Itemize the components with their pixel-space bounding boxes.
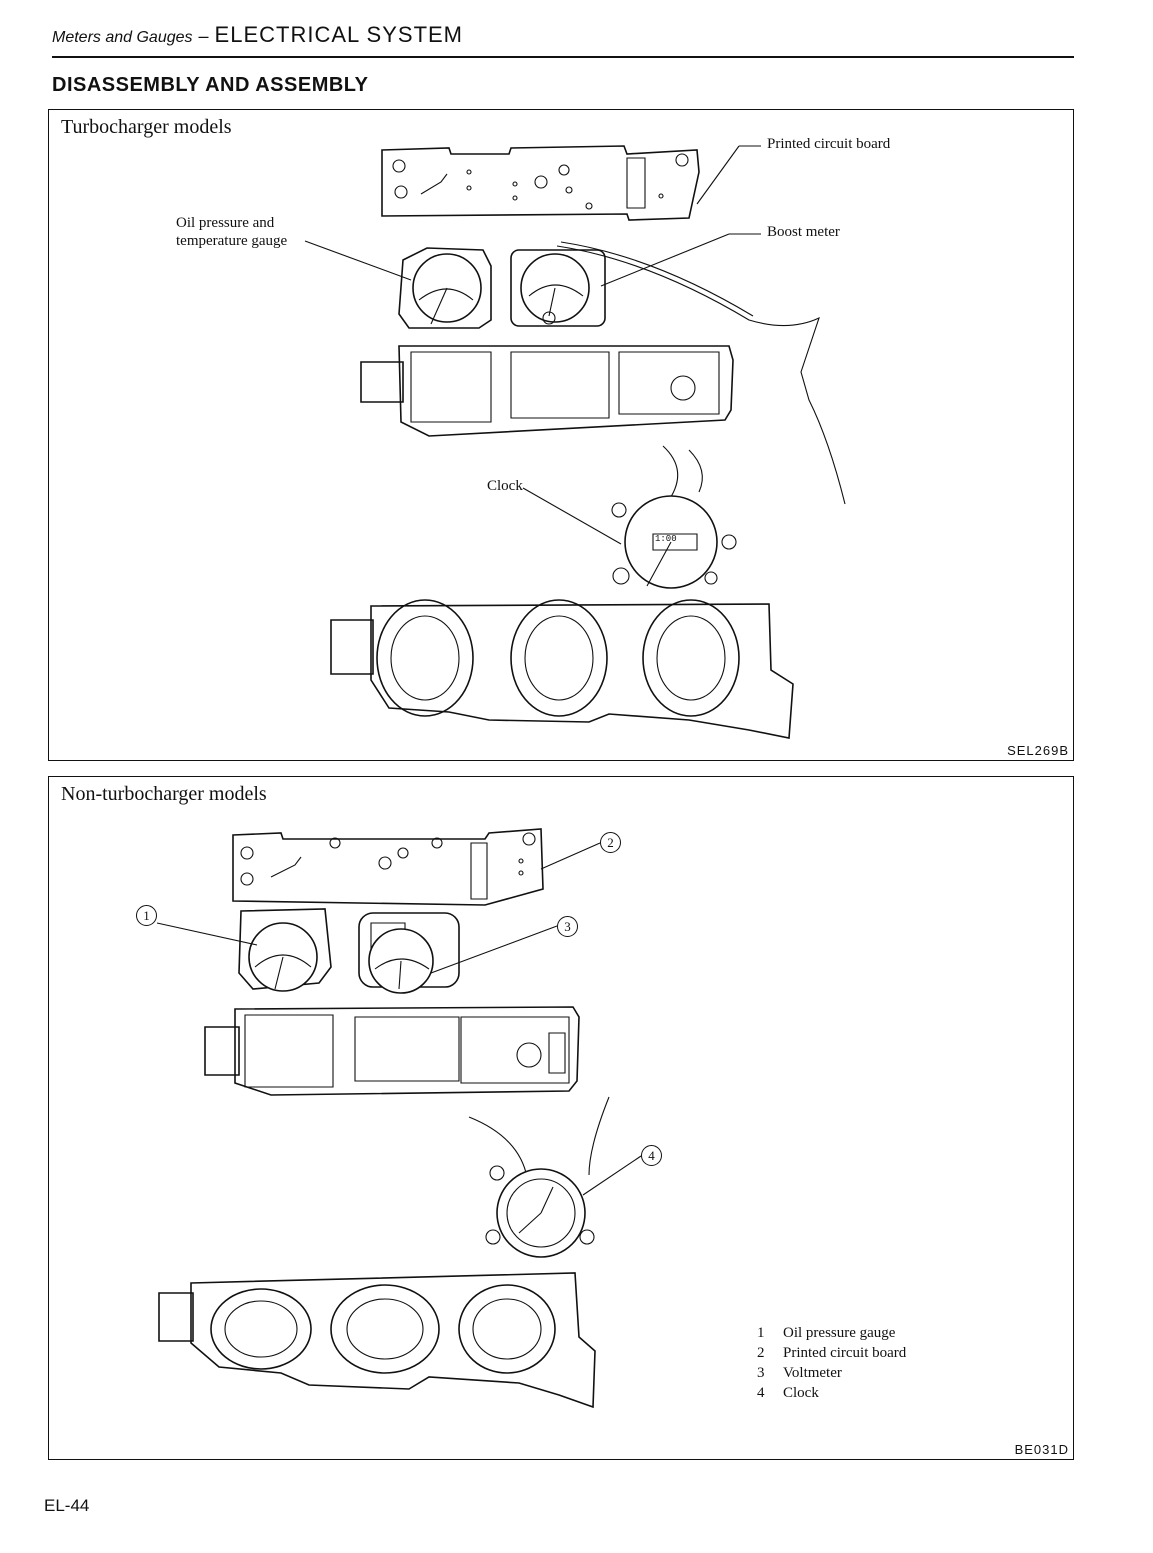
callout-3: 3 xyxy=(557,916,578,937)
legend-num: 2 xyxy=(757,1345,765,1361)
turbo-figure-panel: Turbocharger models Printed circuit boar… xyxy=(48,109,1074,761)
turbo-heading: Turbocharger models xyxy=(61,116,232,138)
nonturbo-oil-gauge-drawing xyxy=(239,909,331,991)
turbo-label-oil-line1: Oil pressure and xyxy=(176,215,275,231)
nonturbo-meter-housing-drawing xyxy=(205,1007,579,1095)
callout-2: 2 xyxy=(600,832,621,853)
legend-num: 3 xyxy=(757,1365,765,1381)
turbo-front-bezel-drawing xyxy=(331,600,793,738)
legend-num: 4 xyxy=(757,1385,765,1401)
chapter-name: ELECTRICAL SYSTEM xyxy=(214,22,464,47)
page-title: DISASSEMBLY AND ASSEMBLY xyxy=(52,74,369,96)
nonturbo-pcb-drawing xyxy=(233,829,543,905)
turbo-clock-drawing xyxy=(612,446,736,588)
turbo-label-oil-line2: temperature gauge xyxy=(176,233,288,249)
page-number: EL-44 xyxy=(44,1496,90,1515)
turbo-meter-housing-drawing xyxy=(361,346,733,436)
turbo-boost-meter-drawing xyxy=(511,242,845,504)
callout-4: 4 xyxy=(641,1145,662,1166)
legend-row: 2 Printed circuit board xyxy=(757,1345,906,1365)
turbo-pcb-drawing xyxy=(382,146,699,220)
nonturbo-front-bezel-drawing xyxy=(159,1273,595,1407)
parts-legend: 1 Oil pressure gauge 2 Printed circuit boa… xyxy=(757,1325,906,1405)
turbo-leader-lines xyxy=(305,146,761,544)
legend-text: Printed circuit board xyxy=(783,1345,907,1361)
legend-text: Clock xyxy=(783,1385,819,1401)
legend-num: 1 xyxy=(757,1325,765,1341)
turbo-oil-temp-gauge-drawing xyxy=(399,248,491,328)
turbo-figure-code: SEL269B xyxy=(1007,743,1069,758)
turbo-label-clock: Clock xyxy=(487,478,523,494)
nonturbo-exploded-illustration xyxy=(49,777,1075,1461)
legend-text: Oil pressure gauge xyxy=(783,1325,896,1341)
nonturbo-figure-code: BE031D xyxy=(1014,1442,1069,1457)
nonturbo-clock-drawing xyxy=(469,1097,609,1257)
turbo-label-oil-temp-gauge: Oil pressure and temperature gauge xyxy=(176,214,287,250)
nonturbo-heading: Non-turbocharger models xyxy=(61,783,267,805)
turbo-label-pcb: Printed circuit board xyxy=(767,136,891,152)
turbo-clock-display: 1:00 xyxy=(655,534,677,544)
legend-text: Voltmeter xyxy=(783,1365,842,1381)
turbo-label-boost-meter: Boost meter xyxy=(767,224,840,240)
nonturbo-leader-lines xyxy=(157,843,641,1195)
legend-row: 3 Voltmeter xyxy=(757,1365,906,1385)
header-separator: – xyxy=(198,26,209,46)
turbo-exploded-illustration xyxy=(49,110,1075,762)
legend-row: 1 Oil pressure gauge xyxy=(757,1325,906,1345)
legend-row: 4 Clock xyxy=(757,1385,906,1405)
header-rule xyxy=(52,56,1074,58)
callout-1: 1 xyxy=(136,905,157,926)
nonturbo-voltmeter-drawing xyxy=(359,913,459,993)
section-name: Meters and Gauges xyxy=(52,29,193,46)
running-header: Meters and Gauges–ELECTRICAL SYSTEM xyxy=(52,22,463,48)
